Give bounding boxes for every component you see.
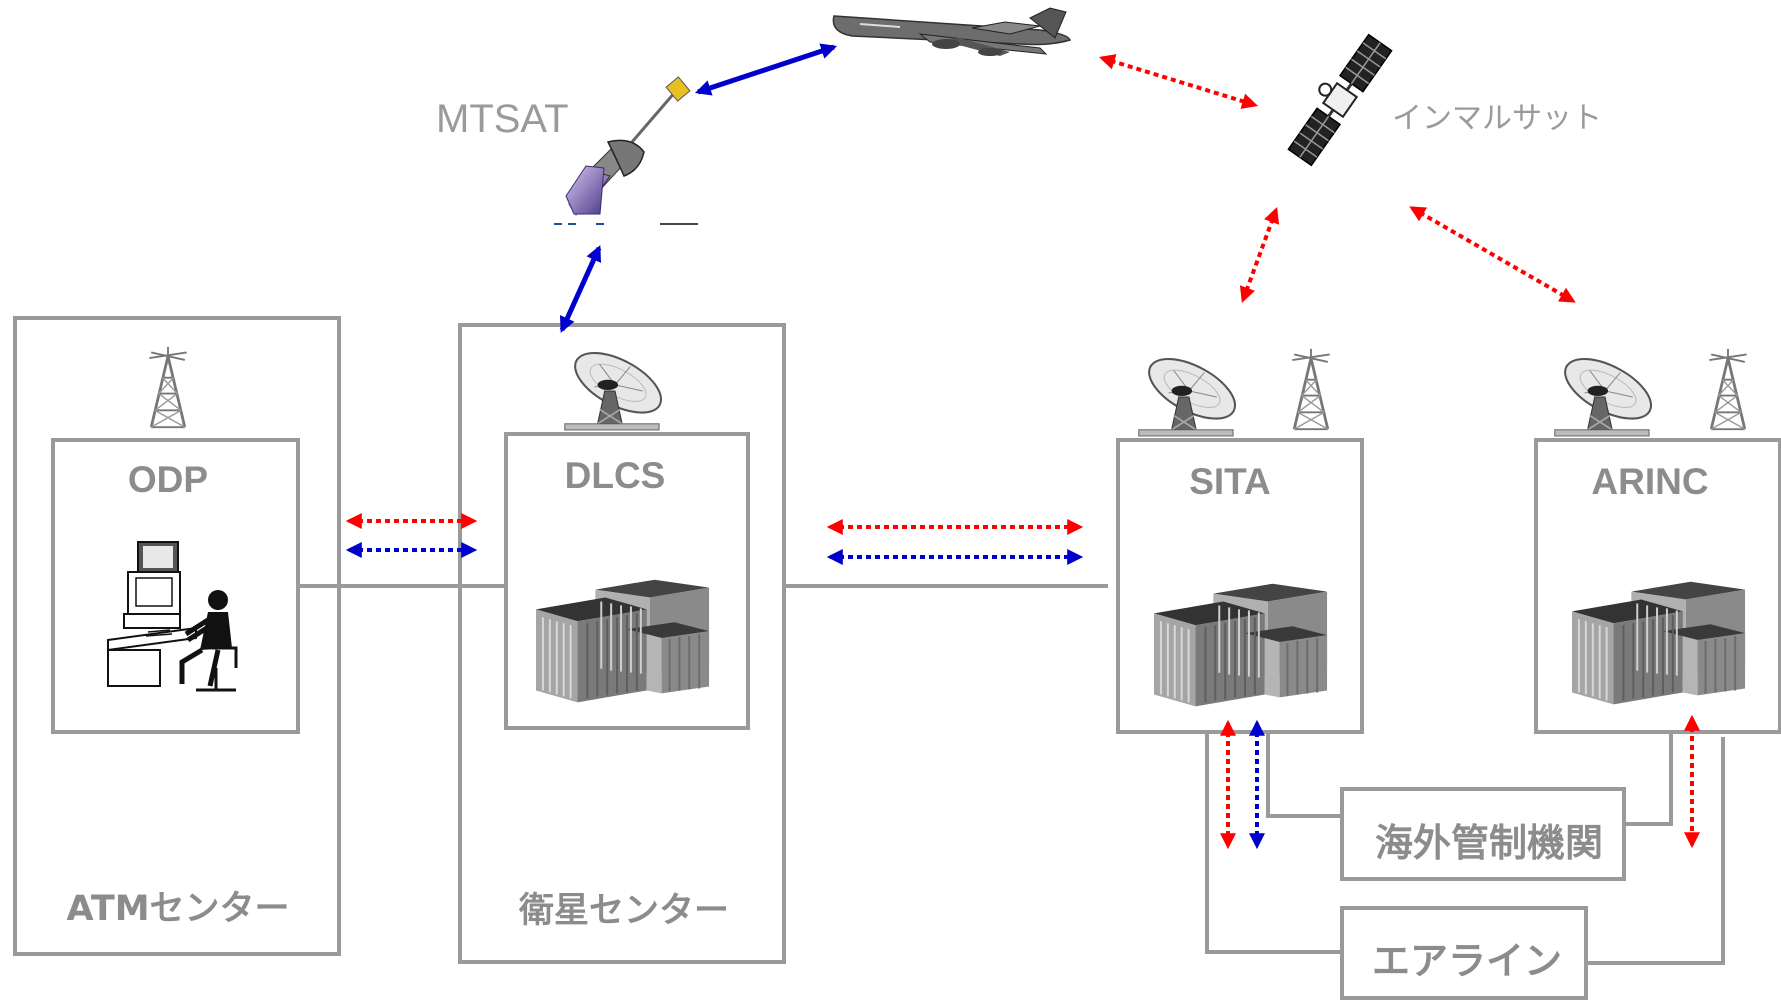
satellite-center-label: 衛星センター — [518, 891, 729, 931]
controller-workstation-icon — [97, 538, 247, 692]
satellite-dish-icon — [1137, 356, 1246, 437]
mtsat-dlcs-blue-arrow — [559, 245, 602, 333]
satellite-dish-icon — [1553, 356, 1662, 437]
antenna-tower-icon — [1290, 347, 1332, 431]
sita-airline-link — [1205, 732, 1342, 954]
antenna-tower-icon — [147, 345, 189, 429]
satellite-dish-icon — [563, 350, 672, 431]
inmarsat-satellite-icon — [1287, 33, 1393, 167]
arinc-label: ARINC — [1591, 461, 1708, 502]
sita-label: SITA — [1189, 461, 1271, 502]
server-rack-icon — [1154, 582, 1329, 708]
overseas-atc-box — [1340, 787, 1626, 881]
server-rack-icon — [536, 578, 711, 704]
dlcs-box — [504, 432, 750, 730]
server-rack-icon — [1572, 580, 1747, 706]
overseas-atc-label: 海外管制機関 — [1375, 821, 1603, 865]
dlcs-label: DLCS — [565, 455, 666, 496]
arinc-box — [1534, 438, 1781, 734]
satellite-center-box — [458, 323, 786, 964]
airline-label: エアライン — [1372, 939, 1562, 983]
mtsat-satellite-icon — [554, 76, 698, 225]
inmarsat-label: インマルサット — [1392, 102, 1602, 135]
inmarsat-arinc-red-arrow — [1409, 206, 1576, 303]
mtsat-label: MTSAT — [436, 97, 569, 141]
arinc-overseas-link — [1624, 732, 1673, 826]
arinc-airline-link — [1586, 737, 1725, 965]
sita-overseas-link — [1266, 732, 1342, 818]
sita-box — [1116, 438, 1364, 734]
plane-inmarsat-red-arrow — [1098, 54, 1259, 109]
antenna-tower-icon — [1707, 347, 1749, 431]
odp-label: ODP — [128, 459, 208, 500]
atm-center-label: ATMセンター — [66, 889, 289, 929]
mtsat-plane-blue-arrow — [694, 43, 838, 96]
atm-center-box — [13, 316, 341, 956]
inmarsat-sita-red-arrow — [1239, 206, 1280, 304]
airplane-icon — [832, 7, 1071, 56]
